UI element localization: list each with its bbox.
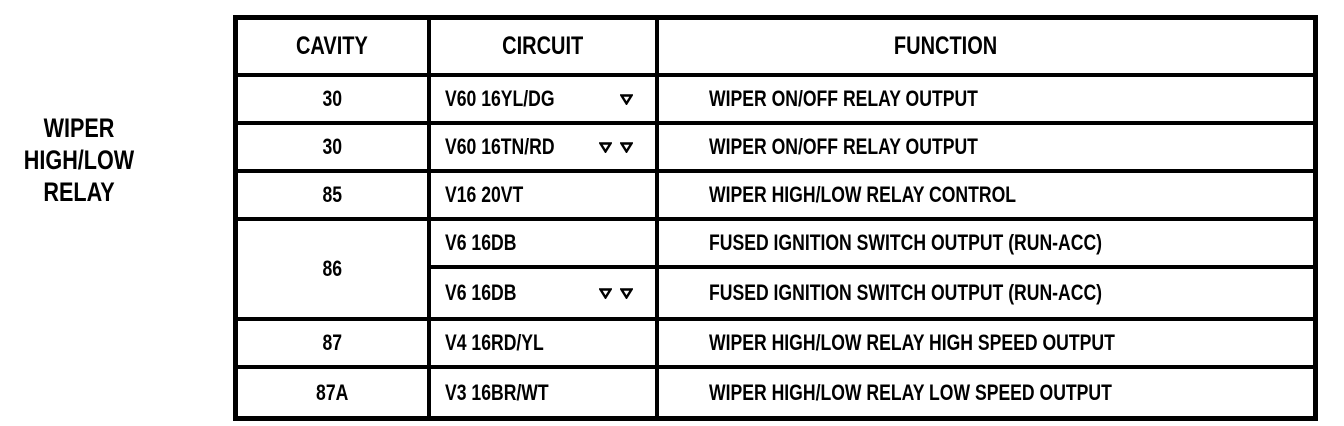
cavity-cell: 87	[233, 317, 431, 369]
down-triangle-icon	[598, 141, 612, 153]
circuit-cell: V6 16DB	[426, 265, 659, 321]
cavity-cell: 87A	[233, 365, 431, 421]
circuit-cell: V16 20VT	[426, 169, 659, 221]
cavity-cell: 85	[233, 169, 431, 221]
circuit-markers	[598, 287, 633, 299]
relay-label-line: RELAY	[43, 177, 115, 207]
function-cell: FUSED IGNITION SWITCH OUTPUT (RUN-ACC)	[654, 265, 1318, 321]
cavity-cell: 30	[233, 121, 431, 173]
down-triangle-icon	[619, 141, 633, 153]
down-triangle-icon	[619, 287, 633, 299]
relay-label-line: HIGH/LOW	[23, 145, 135, 175]
relay-label: WIPER HIGH/LOW RELAY	[16, 112, 142, 208]
relay-label-line: WIPER	[43, 113, 115, 143]
header-function: FUNCTION	[654, 15, 1318, 77]
down-triangle-icon	[598, 287, 612, 299]
function-cell: WIPER ON/OFF RELAY OUTPUT	[654, 73, 1318, 125]
header-row: CAVITY CIRCUIT FUNCTION	[233, 15, 1318, 77]
circuit-cell: V4 16RD/YL	[426, 317, 659, 369]
function-cell: WIPER HIGH/LOW RELAY LOW SPEED OUTPUT	[654, 365, 1318, 421]
circuit-cell: V6 16DB	[426, 217, 659, 269]
header-circuit: CIRCUIT	[426, 15, 659, 77]
circuit-cell: V60 16YL/DG	[426, 73, 659, 125]
pinout-table: CAVITY CIRCUIT FUNCTION 30 V60 16YL/DG W…	[233, 15, 1318, 421]
function-cell: WIPER ON/OFF RELAY OUTPUT	[654, 121, 1318, 173]
table-row: 86 V6 16DB FUSED IGNITION SWITCH OUTPUT …	[233, 217, 1318, 321]
table-row: 87 V4 16RD/YL WIPER HIGH/LOW RELAY HIGH …	[233, 317, 1318, 369]
function-cell: WIPER HIGH/LOW RELAY HIGH SPEED OUTPUT	[654, 317, 1318, 369]
table-row: 85 V16 20VT WIPER HIGH/LOW RELAY CONTROL	[233, 169, 1318, 221]
circuit-cell: V60 16TN/RD	[426, 121, 659, 173]
down-triangle-icon	[619, 93, 633, 105]
table-row: 30 V60 16TN/RD WIPER ON/OFF RELAY OUTPUT	[233, 121, 1318, 173]
table-row: V6 16DB FUSED IGNITION SWITCH OUTPUT (RU…	[236, 265, 1318, 321]
table-row: 30 V60 16YL/DG WIPER ON/OFF RELAY OUTPUT	[233, 73, 1318, 125]
table-row: 87A V3 16BR/WT WIPER HIGH/LOW RELAY LOW …	[233, 365, 1318, 421]
circuit-markers	[598, 141, 633, 153]
cavity-cell-merged: 86	[233, 217, 431, 321]
cavity-cell: 30	[233, 73, 431, 125]
circuit-cell: V3 16BR/WT	[426, 365, 659, 421]
function-cell: FUSED IGNITION SWITCH OUTPUT (RUN-ACC)	[654, 217, 1318, 269]
header-cavity: CAVITY	[233, 15, 431, 77]
function-cell: WIPER HIGH/LOW RELAY CONTROL	[654, 169, 1318, 221]
circuit-markers	[619, 93, 633, 105]
